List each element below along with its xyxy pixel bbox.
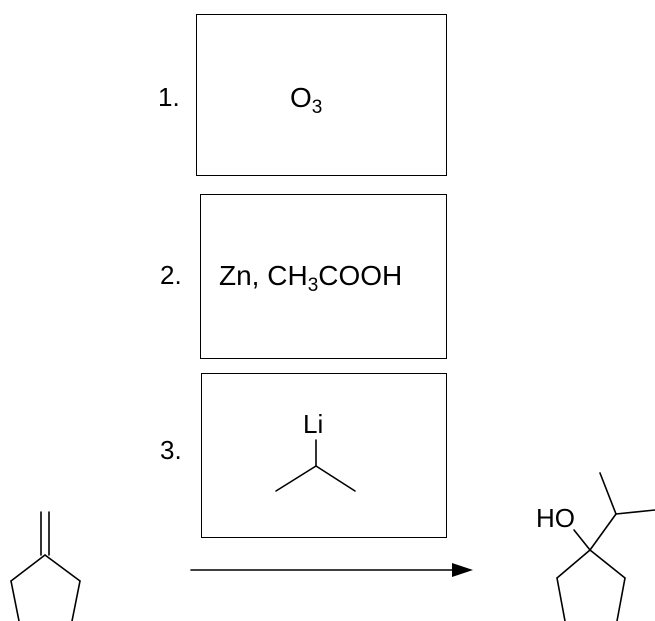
product-ring-lower-left (556, 577, 566, 621)
ring-bond-lower-left (10, 580, 20, 621)
methyl-subscript: 3 (307, 275, 319, 296)
product-ring-lower-right (616, 577, 626, 621)
ring-bond-left (10, 554, 46, 582)
step-2-number: 2. (160, 260, 182, 290)
ozone-subscript: 3 (311, 97, 323, 118)
isopropyl-right-bond (315, 465, 356, 492)
step-3-number: 3. (160, 435, 182, 465)
reaction-arrow (190, 563, 473, 577)
isopropyl-side-bond (615, 509, 655, 515)
step-1-number: 1. (158, 82, 180, 112)
c-oh-bond (573, 529, 591, 551)
starting-material-methylenecyclopentane (10, 511, 81, 621)
step-3-reagent-box (201, 373, 447, 538)
ring-bond-lower-right (71, 580, 81, 621)
product-ring-right (589, 549, 626, 579)
step-1-reagent-box: O3 (196, 14, 447, 176)
zinc-acetic-suffix: COOH (318, 260, 403, 291)
ring-bond-right (44, 554, 81, 582)
c-isopropyl-bond (589, 513, 617, 551)
zinc-acetic-prefix: Zn, CH (219, 260, 308, 291)
isopropyl-left-bond (275, 465, 317, 492)
ozone-element: O (290, 82, 312, 113)
isopropyllithium-skeleton (275, 439, 356, 492)
step-2-reagent-zinc-acetic-acid: Zn, CH3COOH (219, 260, 403, 296)
step-1-reagent-ozone: O3 (290, 82, 322, 118)
product-ring-left (556, 549, 591, 579)
step-2-reagent-box: Zn, CH3COOH (200, 194, 447, 359)
isopropyllithium-li-label: Li (303, 409, 324, 439)
reaction-arrow-head (452, 563, 473, 577)
product-isopropylcyclopentanol (556, 472, 655, 621)
product-hydroxyl-label: HO (536, 503, 575, 533)
isopropyl-upper-bond (599, 472, 617, 515)
